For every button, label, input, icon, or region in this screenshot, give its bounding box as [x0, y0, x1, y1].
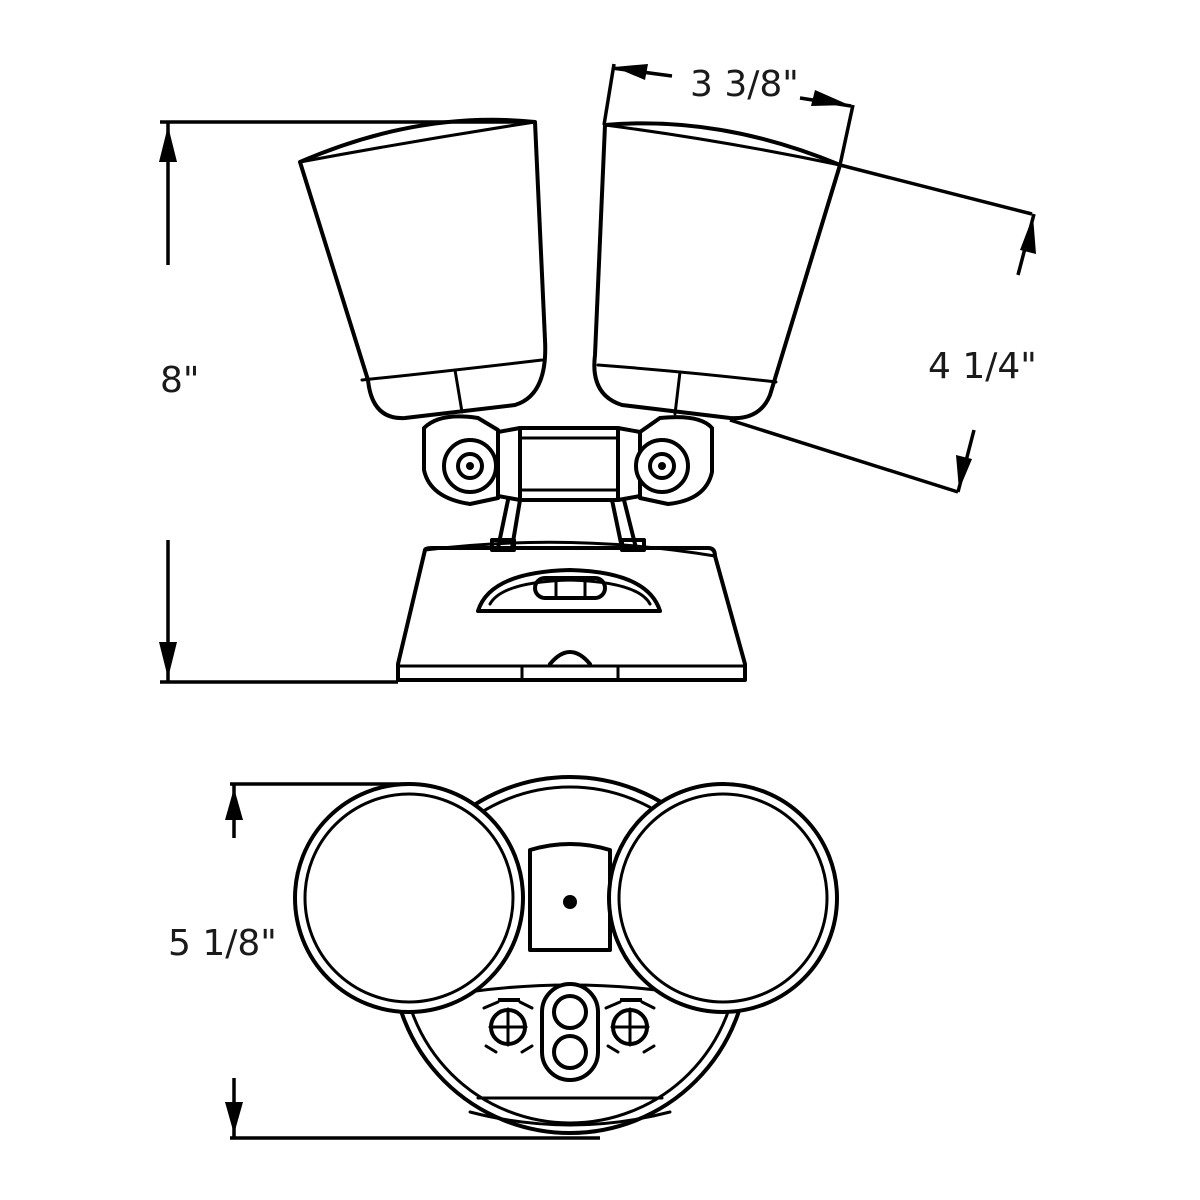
right-head-top — [607, 782, 839, 1014]
mounting-arms — [490, 498, 646, 552]
height-label: 8" — [160, 360, 199, 401]
center-screw — [563, 895, 577, 909]
head-width-label: 3 3/8" — [690, 64, 799, 105]
head-length-dimension: 4 1/4" — [729, 163, 1037, 494]
fixture-width-label: 5 1/8" — [168, 923, 277, 964]
length-arrow-bottom — [956, 455, 972, 490]
fixture-arrow-bottom — [225, 1102, 243, 1134]
height-dimension: 8" — [159, 120, 535, 684]
base-housing — [396, 540, 747, 682]
height-arrow-bottom — [159, 642, 177, 678]
head-width-dimension: 3 3/8" — [602, 63, 855, 166]
top-view: 5 1/8" — [168, 775, 839, 1140]
length-arrow-top — [1020, 216, 1036, 254]
fixture-arrow-top — [225, 788, 243, 820]
left-lamp-head — [298, 117, 548, 506]
sensor-lens — [533, 576, 607, 600]
head-length-label: 4 1/4" — [928, 346, 1037, 387]
height-arrow-top — [159, 126, 177, 162]
side-view: 8" 3 3/8" 4 1/4" — [159, 63, 1037, 684]
center-knuckle — [496, 426, 642, 502]
control-panel — [418, 982, 722, 1082]
width-arrow-left — [614, 64, 648, 80]
right-lamp-head — [592, 121, 842, 506]
width-arrow-right — [811, 90, 849, 106]
fixture-width-dimension: 5 1/8" — [168, 782, 600, 1140]
left-head-top — [293, 782, 525, 1014]
